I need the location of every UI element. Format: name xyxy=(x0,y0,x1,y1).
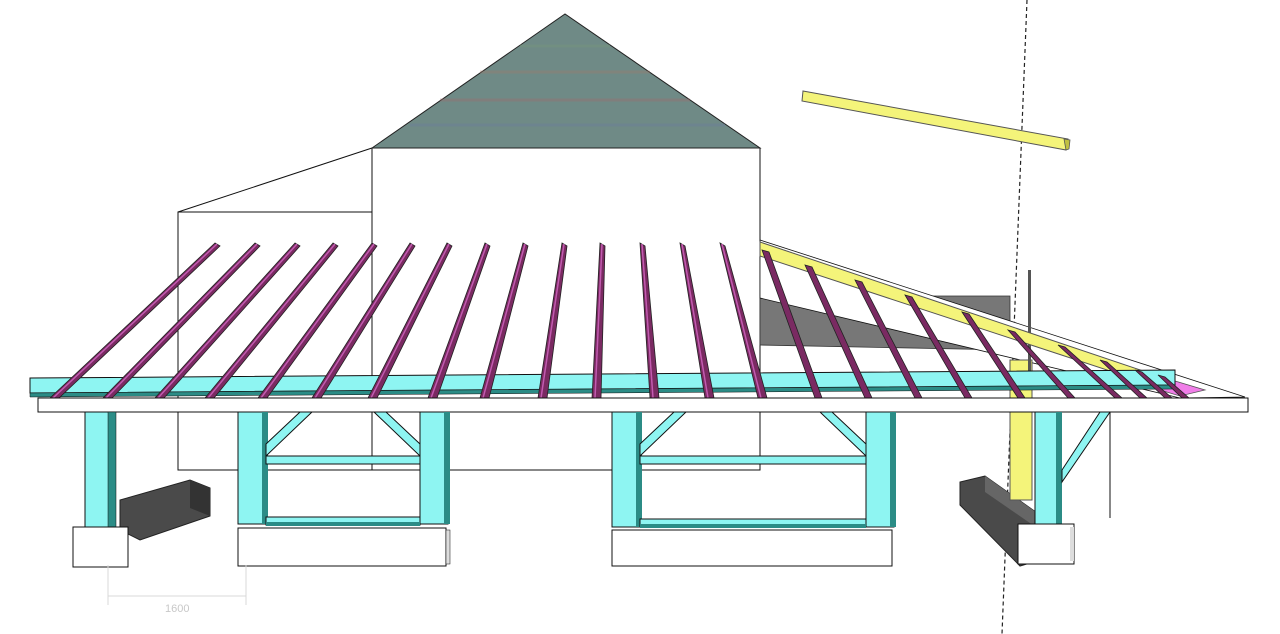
floating-yellow-beam[interactable] xyxy=(801,90,1071,151)
dimension-value: 1600 xyxy=(165,603,189,615)
rafter-highlight xyxy=(105,243,258,399)
frame-left-brace-b xyxy=(372,411,421,458)
rafter-highlight xyxy=(721,243,762,399)
rafter-highlight xyxy=(157,243,298,399)
dimension-annotation[interactable]: 1600 xyxy=(107,565,247,615)
rafter-highlight xyxy=(314,243,413,399)
right-end-brace xyxy=(1061,411,1111,484)
frame-left-post-a xyxy=(237,411,267,525)
rafter-highlight xyxy=(370,243,450,399)
rafter-highlight xyxy=(207,243,336,399)
house-left-roof-edge xyxy=(177,147,373,213)
frame-right-rail-top xyxy=(639,455,867,465)
roof-tile-texture xyxy=(410,44,725,127)
frame-right-post-a xyxy=(611,411,641,528)
frame-left-brace-a xyxy=(265,411,314,458)
frame-right-brace-a xyxy=(639,411,688,458)
frame-right-brace-b xyxy=(818,411,867,458)
post-front-right[interactable] xyxy=(1034,411,1111,525)
rafter-highlight xyxy=(482,243,526,399)
rafter-highlight xyxy=(260,243,375,399)
frame-right-bay[interactable] xyxy=(611,411,896,528)
footing-pad-center-right xyxy=(611,529,893,567)
rafter-highlight xyxy=(641,243,654,399)
rafter-highlight xyxy=(52,243,218,399)
frame-left-post-b xyxy=(419,411,449,525)
house-tiled-gable-roof xyxy=(370,13,762,149)
footing-pad-left xyxy=(72,526,129,568)
rafter-highlight xyxy=(681,243,709,399)
rafter-group[interactable] xyxy=(48,242,1191,399)
fascia-board[interactable] xyxy=(37,397,1249,413)
rafter-highlight xyxy=(430,243,488,399)
footing-pads xyxy=(72,523,1075,568)
frame-right-post-b xyxy=(865,411,895,528)
frame-left-rail-top xyxy=(265,455,421,465)
post-front-left[interactable] xyxy=(84,411,117,528)
rafter-highlight xyxy=(594,243,603,399)
back-post-right-yellow xyxy=(1009,359,1033,501)
footing-pad-right xyxy=(1017,523,1075,565)
frame-left-bay[interactable] xyxy=(237,411,450,526)
footing-pad-center-left xyxy=(237,527,447,567)
rafter-highlight xyxy=(540,243,565,399)
back-posts xyxy=(1009,270,1033,501)
